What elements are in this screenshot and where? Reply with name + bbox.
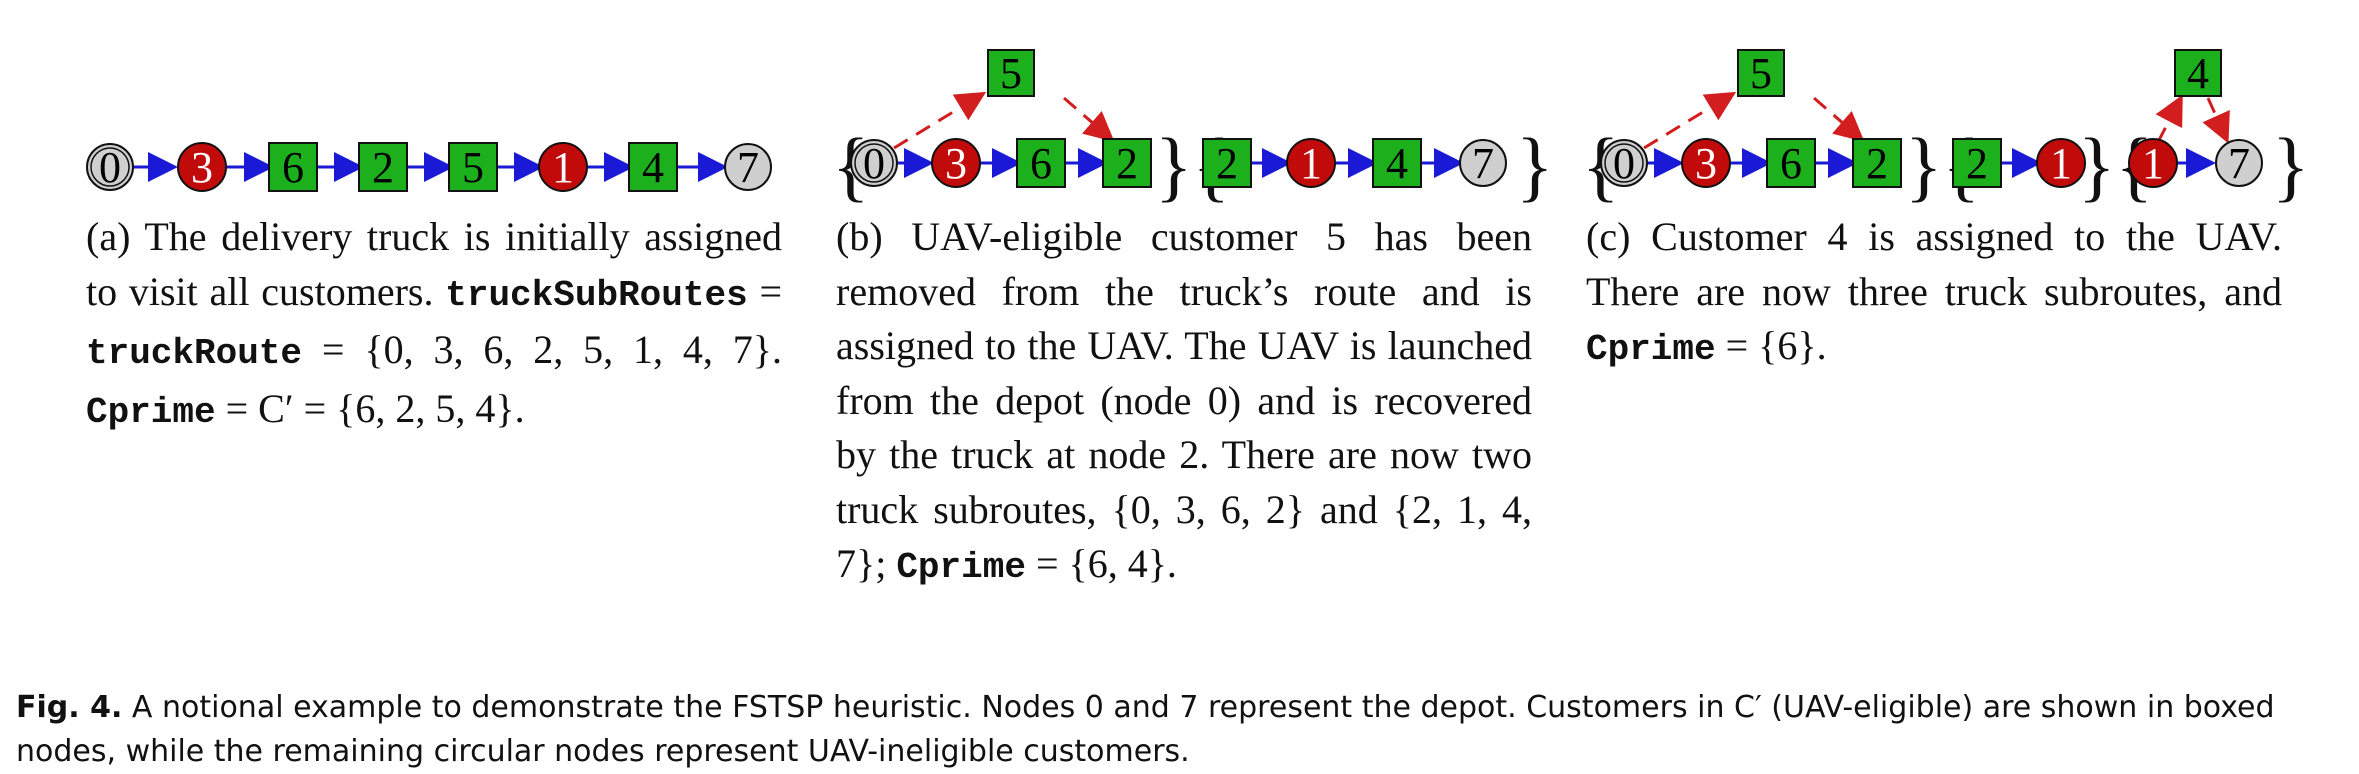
svg-text:4: 4 — [2187, 49, 2209, 98]
svg-text:3: 3 — [945, 139, 967, 188]
node-6: 6 — [268, 142, 318, 192]
panel-b-graph: { }{ } 0 3 6 2 2 1 4 7 5 — [832, 49, 1553, 209]
node-4-uav: 4 — [2174, 49, 2222, 98]
figure-caption-text: A notional example to demonstrate the FS… — [16, 690, 2275, 769]
svg-text:5: 5 — [1750, 49, 1772, 98]
node-6: 6 — [1766, 138, 1816, 188]
svg-text:0: 0 — [1613, 139, 1635, 188]
svg-text:3: 3 — [1695, 139, 1717, 188]
node-2: 2 — [1852, 138, 1902, 188]
svg-text:0: 0 — [863, 139, 885, 188]
node-7: 7 — [724, 143, 772, 192]
svg-text:}: } — [2272, 122, 2309, 209]
svg-text:7: 7 — [737, 143, 759, 192]
node-0: 0 — [86, 143, 134, 192]
svg-text:0: 0 — [99, 143, 121, 192]
node-5-uav: 5 — [987, 49, 1035, 98]
svg-text:}: } — [1516, 122, 1553, 209]
uav-edges — [1643, 91, 2230, 150]
svg-text:2: 2 — [1966, 139, 1988, 188]
node-2: 2 — [1102, 138, 1152, 188]
svg-text:5: 5 — [462, 143, 484, 192]
node-0: 0 — [850, 139, 898, 188]
node-3: 3 — [1681, 138, 1731, 188]
figure-caption: Fig. 4. A notional example to demonstrat… — [16, 686, 2346, 774]
svg-text:6: 6 — [282, 143, 304, 192]
svg-text:4: 4 — [1386, 139, 1408, 188]
node-7: 7 — [2215, 139, 2263, 188]
node-4: 4 — [628, 142, 678, 192]
node-7: 7 — [1459, 139, 1507, 188]
svg-text:3: 3 — [191, 143, 213, 192]
svg-text:6: 6 — [1030, 139, 1052, 188]
node-3: 3 — [931, 138, 981, 188]
node-2b: 2 — [1202, 138, 1252, 188]
node-1: 1 — [1286, 138, 1336, 188]
panel-b: { }{ } 0 3 6 2 2 1 4 7 5 (b) UAV-eligibl… — [832, 40, 1553, 650]
node-5: 5 — [448, 142, 498, 192]
svg-text:2: 2 — [1866, 139, 1888, 188]
panel-c-graph: { }{ }{ } 0 3 6 2 2 1 1 7 5 4 — [1582, 49, 2309, 209]
svg-text:2: 2 — [1116, 139, 1138, 188]
node-1b: 1 — [2128, 138, 2178, 188]
panel-a: 0 3 6 2 5 1 4 7 (a) The delivery truck i… — [86, 40, 786, 650]
panel-c: { }{ }{ } 0 3 6 2 2 1 1 7 5 4 (c) Custom… — [1582, 40, 2309, 650]
node-6: 6 — [1016, 138, 1066, 188]
node-2: 2 — [358, 142, 408, 192]
panel-a-graph: 0 3 6 2 5 1 4 7 — [86, 142, 772, 192]
node-2b: 2 — [1952, 138, 2002, 188]
svg-text:1: 1 — [552, 143, 574, 192]
svg-text:6: 6 — [1780, 139, 1802, 188]
uav-edges — [893, 91, 1115, 150]
caption-a: (a) The delivery truck is initially assi… — [86, 214, 783, 433]
svg-text:2: 2 — [1216, 139, 1238, 188]
node-1: 1 — [2036, 138, 2086, 188]
svg-text:5: 5 — [1000, 49, 1022, 98]
svg-text:4: 4 — [642, 143, 664, 192]
svg-text:1: 1 — [2142, 139, 2164, 188]
svg-text:2: 2 — [372, 143, 394, 192]
svg-text:1: 1 — [1300, 139, 1322, 188]
node-5-uav: 5 — [1737, 49, 1785, 98]
node-3: 3 — [177, 142, 227, 192]
node-0: 0 — [1600, 139, 1648, 188]
node-4: 4 — [1372, 138, 1422, 188]
figure-label: Fig. 4. — [16, 690, 123, 725]
caption-b: (b) UAV-eligible customer 5 has been rem… — [836, 214, 1532, 588]
node-1: 1 — [538, 142, 588, 192]
svg-text:7: 7 — [2228, 139, 2250, 188]
svg-text:7: 7 — [1472, 139, 1494, 188]
caption-c: (c) Customer 4 is assigned to the UAV. T… — [1586, 214, 2282, 370]
svg-text:1: 1 — [2050, 139, 2072, 188]
